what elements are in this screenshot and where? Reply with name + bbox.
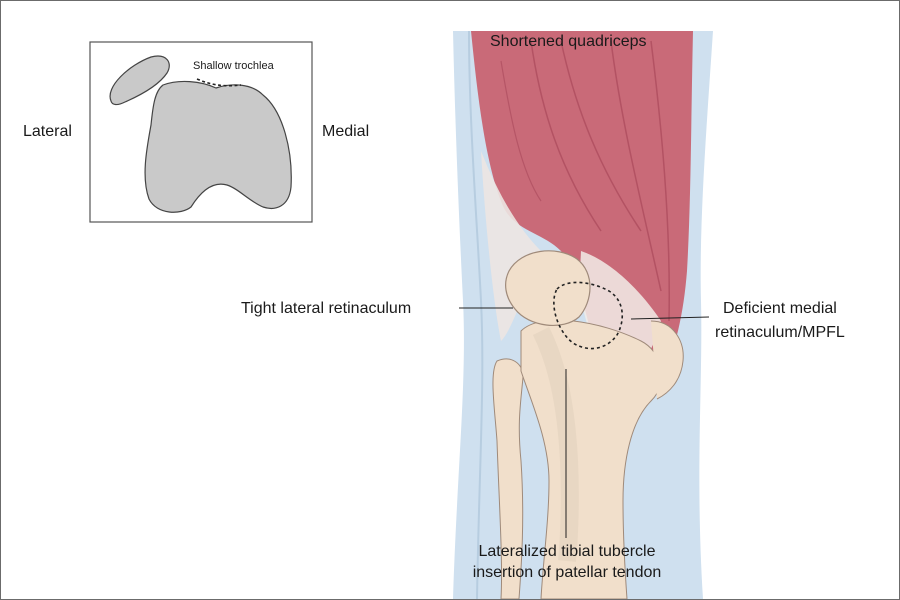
label-left: Tight lateral retinaculum <box>241 299 411 318</box>
label-right-line1: Deficient medial <box>723 299 837 318</box>
label-right-line2: retinaculum/MPFL <box>715 323 845 342</box>
inset-side-right: Medial <box>322 122 369 141</box>
label-bottom-line2: insertion of patellar tendon <box>457 563 677 582</box>
inset-side-left: Lateral <box>23 122 72 141</box>
label-bottom-line1: Lateralized tibial tubercle <box>457 542 677 561</box>
inset-note: Shallow trochlea <box>193 57 274 76</box>
label-top: Shortened quadriceps <box>490 32 647 51</box>
